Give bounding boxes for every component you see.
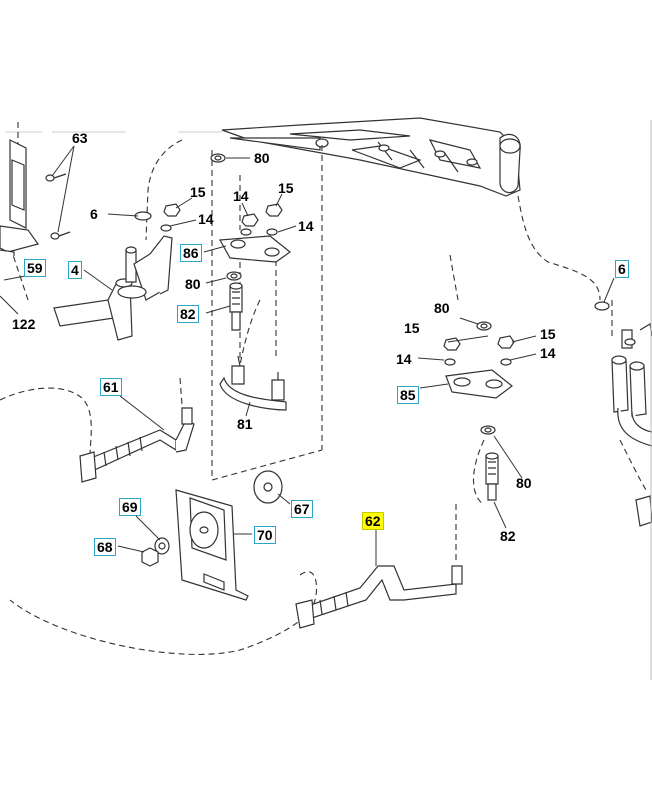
part-label-80: 80	[516, 475, 532, 491]
part-label-68: 68	[94, 538, 116, 556]
tie-rod-62	[295, 565, 463, 629]
part-label-80: 80	[434, 300, 450, 316]
bolt-82-right	[485, 452, 499, 501]
part-label-86: 86	[180, 244, 202, 262]
part-label-85: 85	[397, 386, 419, 404]
right-hardware	[443, 301, 610, 435]
part-label-15: 15	[540, 326, 556, 342]
part-label-15: 15	[190, 184, 206, 200]
bolt-82-left	[229, 282, 243, 331]
part-label-80: 80	[254, 150, 270, 166]
part-label-14: 14	[540, 345, 556, 361]
spindle-part	[53, 235, 173, 341]
part-label-4: 4	[68, 261, 82, 279]
dashed-leaders	[0, 120, 647, 655]
part-label-81: 81	[237, 416, 253, 432]
left-bracket	[0, 139, 71, 256]
part-label-59: 59	[24, 259, 46, 277]
washer-and-nut	[141, 537, 170, 567]
part-label-70: 70	[254, 526, 276, 544]
part-label-82: 82	[177, 305, 199, 323]
part-label-69: 69	[119, 498, 141, 516]
tie-rod-61	[79, 407, 195, 483]
pivot-bracket-86	[219, 235, 291, 263]
part-label-15: 15	[278, 180, 294, 196]
part-label-122: 122	[12, 316, 36, 332]
part-label-14: 14	[298, 218, 314, 234]
label-leaders	[0, 145, 615, 566]
small-hardware	[134, 153, 283, 281]
part-label-6: 6	[615, 260, 629, 278]
part-label-62-highlighted: 62	[362, 512, 384, 530]
part-label-14: 14	[233, 188, 249, 204]
part-label-61: 61	[100, 378, 122, 396]
right-spindle-partial	[611, 323, 652, 527]
part-label-80: 80	[185, 276, 201, 292]
bumper-67	[253, 470, 283, 504]
part-label-14: 14	[198, 211, 214, 227]
pivot-bracket-85	[445, 369, 513, 399]
part-label-63: 63	[72, 130, 88, 146]
part-label-82: 82	[500, 528, 516, 544]
tie-rod-81	[219, 355, 287, 411]
part-label-67: 67	[291, 500, 313, 518]
part-label-15: 15	[404, 320, 420, 336]
plate-70	[175, 489, 249, 601]
part-label-14: 14	[396, 351, 412, 367]
part-label-6: 6	[90, 206, 98, 222]
front-axle-frame	[221, 117, 521, 197]
